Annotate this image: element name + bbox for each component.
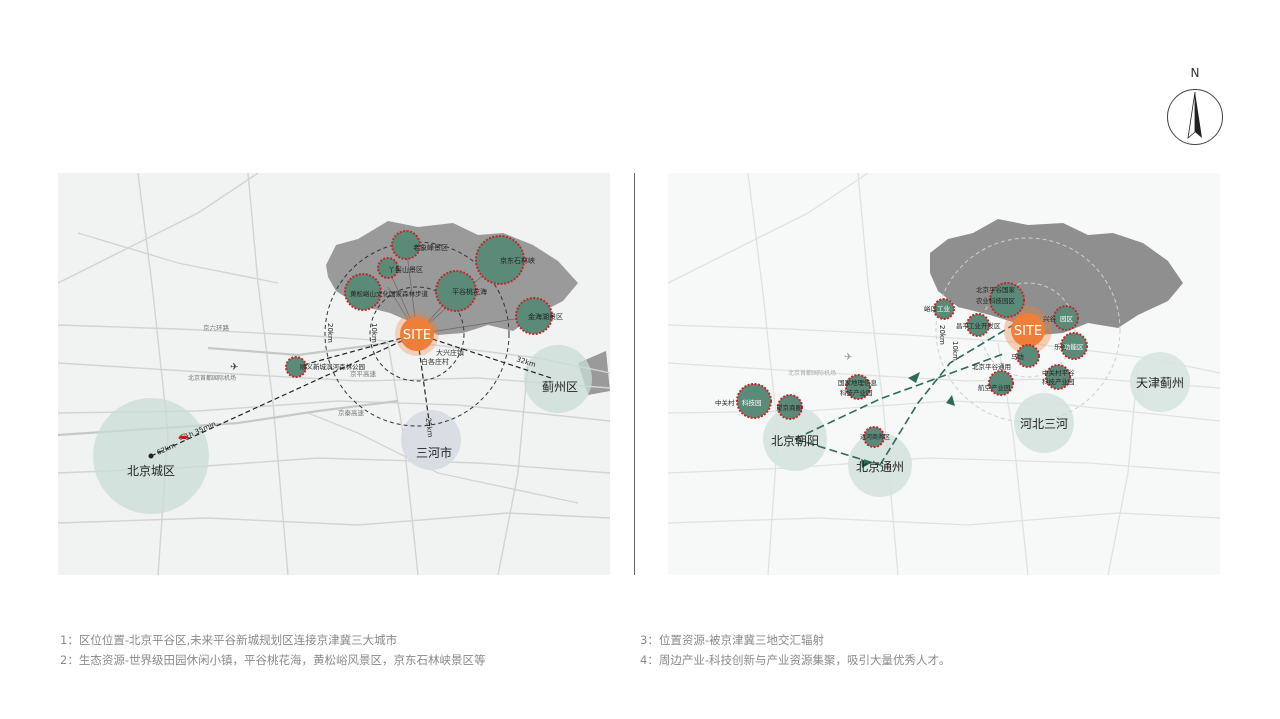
airplane-icon: ✈ [230, 362, 238, 373]
industry-agri-park[interactable] [989, 282, 1025, 318]
city-sanhe: 河北三河 [1020, 417, 1068, 431]
industry-mafang[interactable] [1016, 344, 1040, 368]
airplane-icon: ✈ [844, 352, 852, 363]
industry-tag: 工业 [937, 304, 951, 313]
industry-prefix: 望京商圈 [776, 403, 802, 412]
distance-ring-10: 10km [951, 341, 959, 361]
location-map-left: SITE 大兴庄镇 白各庄村 老象峰景区 丫髻山景区 京东石林峡 黄松峪山文化国… [58, 173, 610, 575]
industry-zhongguancun[interactable] [736, 383, 772, 419]
caption-3: 3：位置资源-被京津冀三地交汇辐射 [640, 633, 824, 647]
map-divider [634, 173, 635, 575]
site-label: SITE [1014, 324, 1042, 339]
site-note-line2: 白各庄村 [421, 357, 449, 366]
industry-prefix: 国家地理信息 [838, 378, 878, 387]
range-ring-10km [369, 286, 465, 382]
industry-tag: 科技园 [742, 398, 762, 407]
city-chaoyang: 北京朝阳 [771, 434, 819, 448]
distance-ring-20: 20km [326, 323, 334, 343]
industry-map-right: ✈ 北京首都国际机场 SITE 中关村 科技园 望京商圈 国家地理信息 科技产业… [668, 173, 1220, 575]
distance-ring-20: 20km [938, 325, 946, 345]
distance-sanhe: 25km [424, 417, 434, 438]
resource-shilinxia[interactable] [475, 235, 525, 285]
industry-prefix: 马坊 [1011, 352, 1025, 361]
industry-xinggu[interactable] [1053, 305, 1079, 331]
caption-2: 2：生态资源-世界级田园休闲小镇，平谷桃花海，黄松峪风景区，京东石林峡景区等 [60, 653, 486, 667]
city-beijing: 北京城区 [127, 464, 175, 478]
north-arrow-icon [1167, 89, 1223, 145]
industry-tag: 功能区 [1064, 342, 1084, 351]
industry-prefix: 运河商务区 [860, 433, 890, 441]
resource-label: 平谷桃花海 [452, 287, 487, 296]
city-jizhou: 蓟州区 [542, 380, 578, 394]
connection-lines [150, 333, 552, 457]
site-marker[interactable] [400, 317, 434, 351]
distance-ring-10: 10km [370, 323, 378, 343]
city-tongzhou: 北京通州 [856, 460, 904, 474]
industry-canal[interactable] [863, 426, 885, 448]
road-label-jingqin: 京秦高速 [338, 408, 365, 417]
road-label-jingping: 京平高速 [350, 369, 377, 378]
resource-peach-sea[interactable] [435, 270, 477, 312]
airport-label: 北京首都国际机场 [188, 374, 236, 382]
industry-zgc-pinggu[interactable] [1045, 364, 1071, 390]
north-label: N [1190, 66, 1200, 80]
resource-label: 京东石林峡 [500, 256, 535, 265]
industry-geo-park[interactable] [845, 374, 871, 400]
industry-changping[interactable] [966, 313, 990, 337]
car-icon: 🚗 [178, 431, 189, 441]
site-note-line1: 大兴庄镇 [436, 348, 464, 357]
site-marker[interactable] [1011, 313, 1045, 347]
industry-tag: 航空产业园 [978, 383, 1011, 392]
industry-yukou[interactable] [933, 298, 955, 320]
industry-prefix: 峪口 [924, 304, 937, 313]
industry-markers [736, 282, 1088, 448]
location-map-svg: SITE 大兴庄镇 白各庄村 老象峰景区 丫髻山景区 京东石林峡 黄松峪山文化国… [58, 173, 610, 575]
sanhe-halo [1014, 393, 1074, 453]
city-jizhou: 天津蓟州 [1136, 376, 1184, 390]
industry-prefix: 中关村 [715, 398, 735, 407]
industry-prefix: 昌平 [956, 322, 970, 330]
industry-tag: 园区 [1060, 315, 1074, 323]
road-label-ring6: 京六环路 [203, 323, 230, 332]
industry-tag: 工业开发区 [968, 321, 1001, 330]
industry-aviation[interactable] [988, 370, 1014, 396]
airport-label: 北京首都国际机场 [788, 369, 836, 377]
industry-tag: 科技产业园 [1042, 377, 1075, 386]
industry-tag: 科技产业园 [840, 388, 873, 397]
caption-1: 1：区位位置-北京平谷区,未来平谷新城规划区连接京津冀三大城市 [60, 633, 398, 647]
resource-label: 丫髻山景区 [388, 265, 423, 274]
radiation-arrows [794, 320, 1021, 466]
resource-laoxiangfeng[interactable] [391, 230, 421, 260]
jizhou-halo [1130, 352, 1190, 412]
resource-jinhaihu[interactable] [515, 297, 553, 335]
industry-map-svg: ✈ 北京首都国际机场 SITE 中关村 科技园 望京商圈 国家地理信息 科技产业… [668, 173, 1220, 575]
industry-prefix: 北京平谷通用 [972, 362, 1011, 371]
industry-prefix: 中关村平谷 [1042, 368, 1075, 377]
caption-4: 4：周边产业-科技创新与产业资源集聚，吸引大量优秀人才。 [640, 653, 951, 667]
industry-prefix: 兴谷 [1043, 314, 1057, 323]
resource-label: 黄松峪山文化国家森林步道 [350, 289, 429, 298]
site-label: SITE [403, 328, 431, 343]
jizhou-halo [524, 345, 592, 413]
industry-prefix: 北京平谷国家 [976, 285, 1016, 294]
resource-markers [285, 230, 553, 378]
resource-label: 顺义新城滨河森林公园 [300, 362, 365, 371]
industry-tag: 农业科技园区 [976, 296, 1016, 305]
captions-left: 1：区位位置-北京平谷区,未来平谷新城规划区连接京津冀三大城市 2：生态资源-世… [60, 630, 485, 670]
range-ring-20km [324, 241, 510, 427]
industry-wangjing[interactable] [777, 394, 803, 420]
north-compass: N [1166, 66, 1224, 148]
range-ring-20km [935, 237, 1121, 423]
resource-yajishan[interactable] [377, 257, 399, 279]
industry-legu[interactable] [1060, 332, 1088, 360]
resource-label: 金海湖景区 [528, 312, 563, 321]
resource-shunyi-park[interactable] [285, 356, 307, 378]
sanhe-halo [401, 410, 461, 470]
resource-huangsongyu[interactable] [344, 273, 382, 311]
city-sanhe: 三河市 [416, 445, 452, 460]
resource-label: 老象峰景区 [413, 243, 448, 252]
industry-prefix: 乐谷 [1054, 342, 1068, 351]
captions-right: 3：位置资源-被京津冀三地交汇辐射 4：周边产业-科技创新与产业资源集聚，吸引大… [640, 630, 950, 670]
